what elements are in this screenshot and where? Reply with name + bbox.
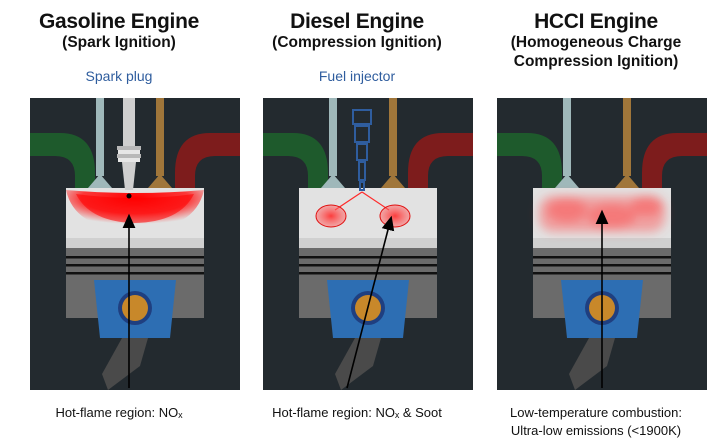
diesel-engine-title: Diesel Engine: [290, 10, 424, 33]
gasoline-caption: Hot-flame region: NOₓ: [55, 405, 183, 420]
fuel-injector-label: Fuel injector: [318, 68, 396, 84]
connecting-rod: [569, 338, 615, 390]
intake-valve-stem: [329, 98, 337, 176]
spark-plug-label: Spark plug: [85, 68, 153, 84]
exhaust-valve-head: [148, 174, 172, 188]
hcci-engine-title: HCCI Engine: [534, 10, 658, 33]
intake-valve-stem: [563, 98, 571, 176]
gasoline-engine-subtitle: (Spark Ignition): [62, 34, 176, 51]
exhaust-port: [175, 133, 240, 188]
intake-port: [263, 133, 328, 188]
piston-ring: [299, 256, 437, 259]
intake-valve-head: [88, 174, 112, 188]
connecting-rod: [102, 338, 148, 390]
exhaust-valve-stem: [389, 98, 397, 176]
diesel-caption: Hot-flame region: NOₓ & Soot: [272, 405, 442, 420]
exhaust-port: [408, 133, 473, 188]
spray-flame-left: [315, 204, 347, 228]
gasoline-engine-diagram: [30, 98, 240, 390]
gasoline-engine-title: Gasoline Engine: [38, 10, 200, 33]
intake-valve-head: [555, 174, 579, 188]
diesel-engine-panel: Diesel Engine (Compression Ignition) Fue…: [238, 0, 476, 447]
hcci-engine-panel: HCCI Engine (Homogeneous Charge Compress…: [477, 0, 715, 447]
hcci-engine-subtitle-line1: (Homogeneous Charge: [510, 34, 682, 51]
hcci-caption-line2: Ultra-low emissions (<1900K): [510, 423, 682, 438]
piston-ring: [66, 256, 204, 259]
diesel-engine-diagram: [263, 98, 473, 390]
intake-port: [30, 133, 95, 188]
connecting-rod: [335, 338, 381, 390]
piston-ring: [299, 264, 437, 267]
diesel-engine-subtitle: (Compression Ignition): [272, 34, 442, 51]
piston-ring: [66, 272, 204, 275]
hcci-engine-diagram: [497, 98, 707, 390]
spray-flame-right: [379, 204, 411, 228]
gasoline-engine-panel: Gasoline Engine (Spark Ignition) Spark p…: [0, 0, 240, 447]
intake-valve-stem: [96, 98, 104, 176]
piston-ring: [66, 264, 204, 267]
intake-valve-head: [321, 174, 345, 188]
piston-pin: [122, 295, 148, 321]
hcci-engine-subtitle-line2: Compression Ignition): [513, 53, 679, 70]
hcci-caption-line1: Low-temperature combustion:: [510, 405, 682, 420]
pointer-arrow: [346, 215, 395, 389]
exhaust-valve-stem: [156, 98, 164, 176]
piston-ring: [299, 272, 437, 275]
spark-plug-icon: [123, 98, 135, 146]
exhaust-valve-head: [381, 174, 405, 188]
exhaust-port: [642, 133, 707, 188]
intake-port: [497, 133, 562, 188]
exhaust-valve-stem: [623, 98, 631, 176]
fuel-injector-icon: [352, 109, 372, 191]
exhaust-valve-head: [615, 174, 639, 188]
